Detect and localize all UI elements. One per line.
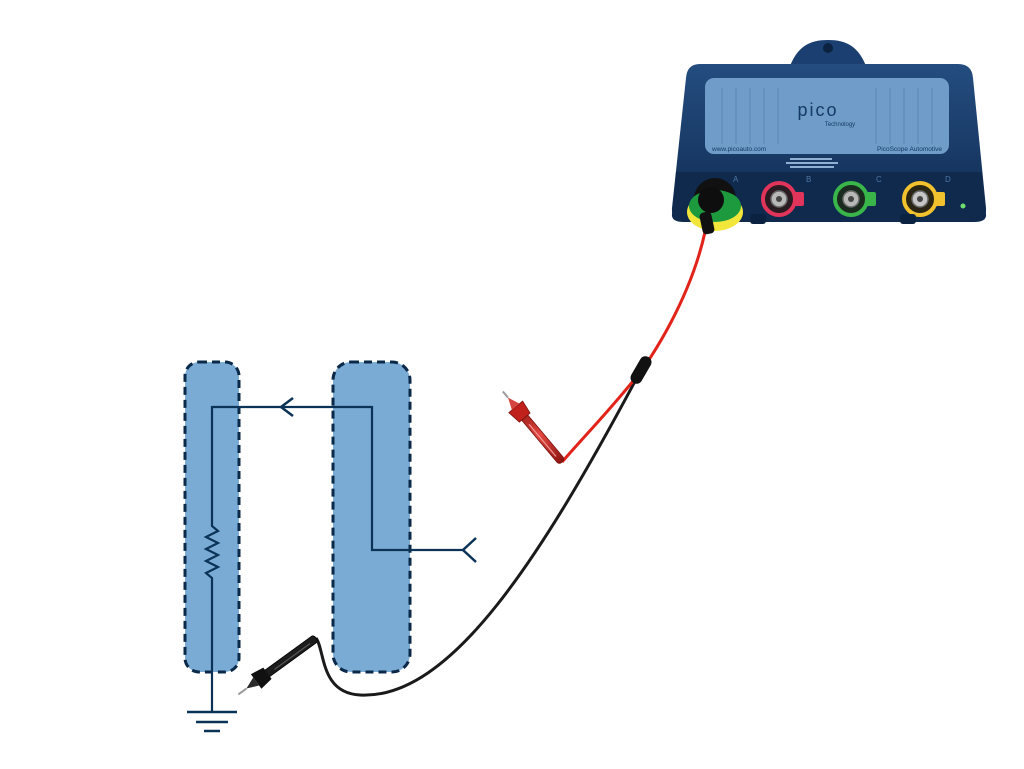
probe-connection-fork-icon xyxy=(461,537,477,563)
label-panel xyxy=(705,78,949,154)
black-probe xyxy=(237,635,318,696)
circuit-wiring xyxy=(210,405,463,712)
signal-arrow-icon xyxy=(278,397,294,417)
website-text: www.picoauto.com xyxy=(711,146,766,153)
ground-symbol-icon xyxy=(187,710,237,733)
brand-logo-text: pico xyxy=(797,100,838,120)
channel-letter-c: C xyxy=(876,175,882,184)
spec-print-block xyxy=(786,158,838,168)
model-text: PicoScope Automotive xyxy=(877,146,942,153)
channel-a-plugged-connector xyxy=(687,178,743,235)
status-led-icon xyxy=(960,203,966,209)
lead-splitter-sleeve xyxy=(630,356,652,384)
channel-c-connector xyxy=(833,181,876,217)
red-probe xyxy=(502,390,565,464)
picoscope-device: pico Technology www.picoauto.com PicoSco… xyxy=(671,40,987,235)
panel-ridges xyxy=(721,88,933,144)
mounting-hole xyxy=(823,43,833,53)
red-lead-cable xyxy=(560,231,707,463)
zigzag-resistor-icon xyxy=(203,520,221,580)
channel-letter-a: A xyxy=(733,175,739,184)
channel-b-connector xyxy=(761,181,804,217)
channel-d-connector xyxy=(902,181,945,217)
channel-letter-b: B xyxy=(806,175,811,184)
sub-brand-text: Technology xyxy=(825,122,855,128)
signal-wire-top xyxy=(210,405,463,552)
black-lead-cable xyxy=(314,371,642,697)
channel-letter-d: D xyxy=(945,175,951,184)
